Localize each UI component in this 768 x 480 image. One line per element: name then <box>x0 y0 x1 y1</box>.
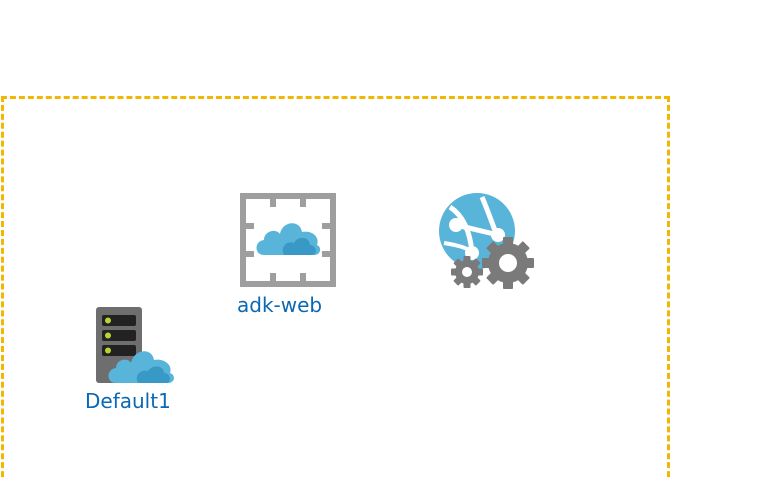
group-boundary <box>1 96 670 480</box>
node-label-cloud-service: adk-web <box>237 293 323 317</box>
app-service-globe-gears-icon <box>434 193 536 291</box>
node-app-service[interactable] <box>434 193 536 291</box>
node-cloud-server[interactable] <box>96 307 176 387</box>
node-cloud-service[interactable] <box>240 193 336 287</box>
node-label-cloud-server: Default1 <box>85 389 171 413</box>
cloud-service-icon <box>240 193 336 287</box>
cloud-server-icon <box>96 307 176 387</box>
